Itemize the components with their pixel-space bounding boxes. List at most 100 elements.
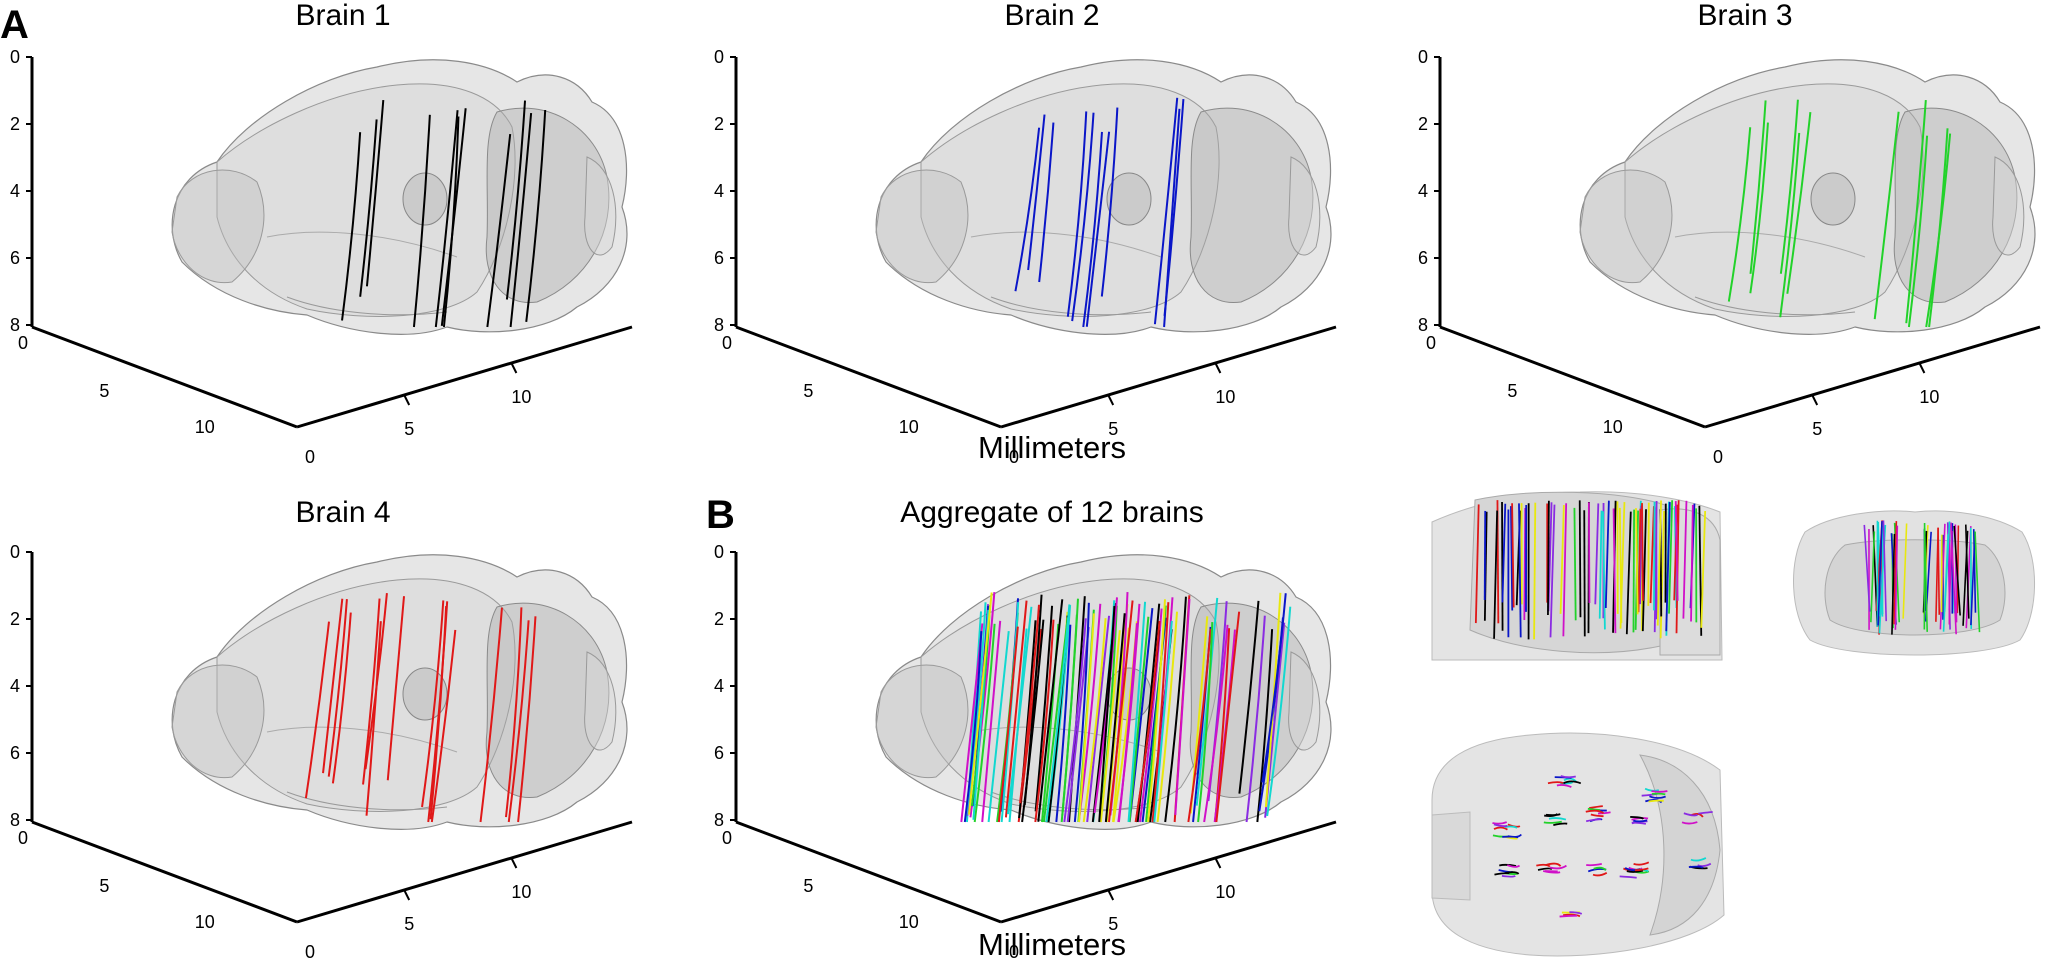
- electrode-track: [1545, 862, 1562, 867]
- electrode-track: [1545, 813, 1561, 816]
- electrode-track: [1786, 111, 1812, 294]
- electrode-track: [1585, 809, 1605, 814]
- tick-left-axis: 0: [722, 828, 732, 848]
- electrode-track: [1499, 863, 1517, 867]
- electrode-track: [1653, 500, 1658, 633]
- electrode-track: [1902, 523, 1908, 619]
- electrode-track: [1649, 795, 1666, 799]
- tick-right-axis: 0: [1713, 447, 1723, 467]
- electrode-track: [1238, 600, 1260, 794]
- tick-left-axis: 0: [18, 828, 28, 848]
- electrode-track: [1665, 502, 1671, 632]
- electrode-track: [1630, 816, 1645, 820]
- electrode-track: [1245, 615, 1266, 823]
- electrode-track: [331, 612, 352, 784]
- electrode-track: [1536, 863, 1551, 868]
- tick-vertical: 6: [1418, 248, 1428, 268]
- electrode-track: [429, 606, 448, 820]
- electrode-track: [1907, 135, 1929, 328]
- tick-right-axis: 0: [1009, 942, 1019, 962]
- tick-right-axis: 5: [1108, 914, 1118, 934]
- electrode-track: [1690, 857, 1707, 862]
- panel-title: Aggregate of 12 brains: [900, 496, 1204, 529]
- electrode-track: [1533, 502, 1537, 640]
- electrode-track: [1127, 601, 1147, 823]
- tick-left-axis: 10: [899, 912, 919, 932]
- electrode-track: [1688, 865, 1704, 869]
- electrode-track: [997, 626, 1019, 823]
- electrode-track: [1585, 818, 1601, 823]
- electrode-track: [1261, 593, 1287, 783]
- electrode-track: [1592, 871, 1608, 877]
- electrode-track: [504, 607, 523, 818]
- electrode-track: [1598, 510, 1603, 619]
- electrode-track: [1641, 509, 1647, 632]
- electrode-track: [1510, 506, 1514, 611]
- electrode-track: [507, 620, 530, 823]
- electrode-track: [1501, 502, 1504, 631]
- electrode-track: [1683, 812, 1698, 817]
- electrode-track: [1894, 525, 1899, 630]
- electrode-track: [1698, 811, 1713, 815]
- electrode-track: [1602, 511, 1606, 630]
- panel-title: Brain 3: [1697, 0, 1792, 32]
- tick-vertical: 0: [10, 542, 20, 562]
- brain-mesh: [171, 554, 628, 830]
- electrode-track: [1597, 811, 1611, 815]
- electrode-track: [1923, 527, 1929, 632]
- electrode-track: [1492, 821, 1508, 825]
- tick-right-axis: 10: [1919, 387, 1939, 407]
- electrode-track: [1893, 521, 1898, 625]
- electrode-track: [430, 629, 457, 823]
- electrode-track: [1100, 107, 1119, 297]
- electrode-track: [1493, 510, 1499, 639]
- tick-vertical: 6: [10, 743, 20, 763]
- electrode-track: [1483, 510, 1487, 601]
- tick-vertical: 4: [714, 181, 724, 201]
- electrode-track: [1648, 799, 1664, 803]
- electrode-track: [1573, 507, 1577, 621]
- electrode-track: [1668, 500, 1674, 614]
- electrode-track: [1019, 604, 1040, 804]
- tick-vertical: 6: [714, 743, 724, 763]
- electrode-track: [1587, 807, 1601, 811]
- electrode-track: [1553, 822, 1568, 827]
- electrode-track: [1474, 504, 1480, 624]
- electrode-track: [1690, 504, 1694, 622]
- electrode-tracks: [304, 593, 537, 823]
- electrode-track: [1779, 132, 1801, 318]
- electrode-track: [1618, 507, 1623, 623]
- tick-vertical: 0: [10, 47, 20, 67]
- electrode-track: [1063, 618, 1087, 823]
- electrode-track: [486, 133, 512, 328]
- electrode-tracks: [1014, 97, 1185, 328]
- electrode-track: [1560, 775, 1576, 779]
- electrode-track: [327, 599, 348, 777]
- electrode-track: [1590, 813, 1604, 818]
- tick-left-axis: 5: [803, 381, 813, 401]
- tick-right-axis: 10: [511, 882, 531, 902]
- electrode-track: [1583, 510, 1586, 637]
- electrode-track: [1682, 500, 1688, 619]
- electrode-track: [1589, 805, 1603, 809]
- electrode-track: [1099, 630, 1121, 823]
- electrode-track: [1569, 911, 1583, 915]
- electrode-track: [1632, 509, 1636, 633]
- electrode-track: [1604, 500, 1610, 609]
- electrode-track: [322, 598, 344, 774]
- electrode-track: [1556, 784, 1572, 788]
- electrode-track: [1518, 503, 1522, 638]
- tick-vertical: 0: [714, 542, 724, 562]
- panel-label-b: B: [706, 493, 735, 537]
- electrode-track: [1594, 503, 1600, 605]
- electrode-track: [1082, 131, 1103, 328]
- electrode-track: [1863, 524, 1871, 612]
- panel-label-a: A: [0, 3, 29, 47]
- tick-left-axis: 0: [722, 333, 732, 353]
- electrode-track: [1542, 870, 1561, 874]
- electrode-track: [1697, 862, 1712, 868]
- electrode-track: [1749, 122, 1769, 294]
- tick-vertical: 6: [10, 248, 20, 268]
